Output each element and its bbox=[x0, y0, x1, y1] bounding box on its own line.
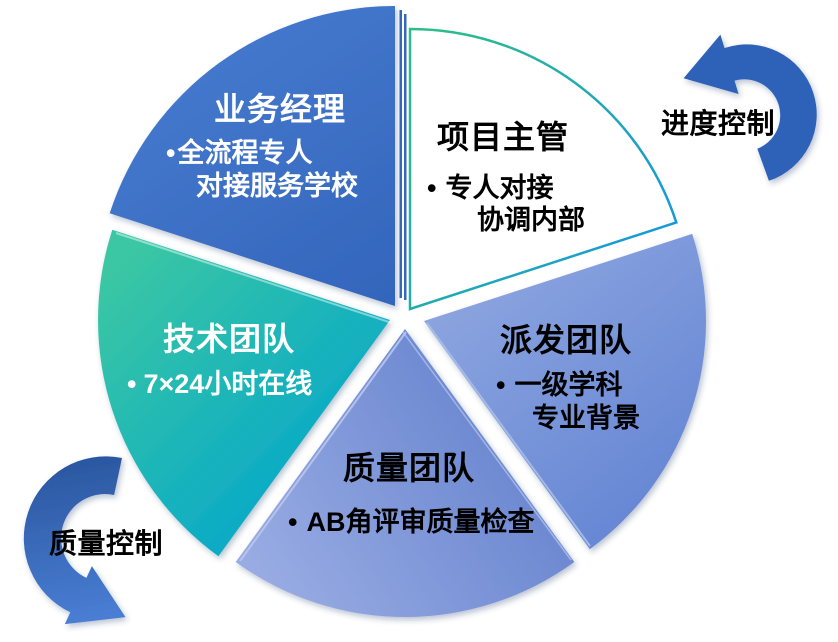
quality-control-label: 质量控制 bbox=[49, 528, 164, 559]
segment-bullets-quality-team: •AB角评审质量检查 bbox=[288, 506, 534, 539]
segment-title-business-manager: 业务经理 bbox=[214, 91, 347, 127]
bullet-dot: • bbox=[166, 138, 176, 168]
progress-control-label: 进度控制 bbox=[661, 108, 776, 139]
segment-bullets-tech-team: •7×24小时在线 bbox=[127, 368, 312, 401]
bullet-line: •一级学科 bbox=[496, 370, 623, 400]
bullet-dot: • bbox=[496, 370, 506, 400]
segment-title-tech-team: 技术团队 bbox=[163, 321, 296, 357]
edge-highlight bbox=[402, 331, 572, 561]
segment-bullets-business-manager: •全流程专人 对接服务学校 bbox=[166, 137, 358, 203]
segment-title-project-supervisor: 项目主管 bbox=[437, 119, 570, 155]
edge-highlight bbox=[239, 331, 407, 562]
bullet-line: •7×24小时在线 bbox=[127, 369, 313, 399]
slice-tech-team bbox=[98, 229, 391, 557]
slice-edge-strip bbox=[404, 14, 407, 300]
edge-highlight bbox=[115, 232, 393, 324]
slice-edge-strip bbox=[399, 10, 402, 298]
bullet-line: 对接服务学校 bbox=[196, 171, 358, 201]
progress-control-arrow bbox=[683, 34, 817, 181]
bullet-line: 专业背景 bbox=[532, 403, 640, 433]
segment-title-quality-team: 质量团队 bbox=[343, 450, 476, 486]
slice-business-manager bbox=[109, 6, 395, 306]
segment-bullets-dispatch-team: •一级学科 专业背景 bbox=[496, 369, 640, 435]
bullet-dot: • bbox=[288, 507, 298, 537]
bullet-line: 协调内部 bbox=[477, 205, 585, 235]
bullet-dot: • bbox=[127, 369, 137, 399]
segment-bullets-project-supervisor: •专人对接 协调内部 bbox=[427, 172, 585, 236]
edge-highlight bbox=[426, 322, 591, 547]
quality-control-arrow bbox=[23, 456, 126, 625]
bullet-line: •AB角评审质量检查 bbox=[288, 507, 535, 537]
slice-dispatch-team bbox=[424, 233, 706, 550]
bullet-line: •全流程专人 bbox=[166, 138, 313, 168]
slice-project-supervisor bbox=[408, 27, 678, 311]
segment-title-dispatch-team: 派发团队 bbox=[500, 322, 633, 358]
bullet-dot: • bbox=[427, 173, 437, 203]
slice-quality-team bbox=[235, 329, 575, 618]
bullet-line: •专人对接 bbox=[427, 173, 554, 203]
